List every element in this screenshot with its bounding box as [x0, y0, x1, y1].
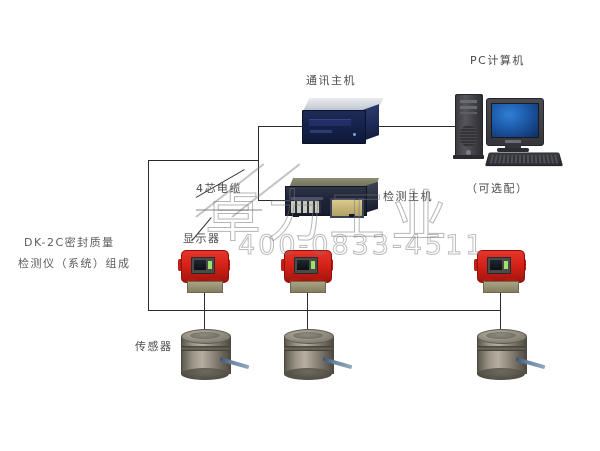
node-display-unit-1[interactable]: [178, 250, 230, 296]
comm-host-led-icon: [353, 133, 356, 136]
label-display-unit: 显示器: [183, 232, 221, 245]
display-unit-2-base: [290, 281, 326, 293]
comm-host-front-panel: [302, 110, 366, 144]
detection-host-display-screen: [330, 198, 364, 218]
wire-commhost-to-pc: [378, 126, 456, 127]
pc-monitor-screen: [491, 103, 539, 138]
display-unit-1-lcd-screen: [194, 260, 206, 270]
wire-into-dethost: [258, 200, 286, 201]
label-sensor: 传感器: [135, 340, 173, 353]
node-display-unit-3[interactable]: [474, 250, 526, 296]
display-unit-3-enclosure: [477, 250, 525, 283]
display-unit-2-lcd-screen: [297, 260, 309, 270]
wire-display2-to-sensor2: [307, 287, 308, 329]
wire-display1-to-sensor1: [204, 287, 205, 329]
display-unit-1-bezel: [191, 257, 215, 274]
display-unit-2-indicator-icon: [311, 261, 315, 269]
node-pc-computer[interactable]: [453, 92, 564, 172]
pc-drive-bay-1: [460, 100, 477, 103]
pc-monitor: [486, 98, 544, 146]
detection-host-keypad[interactable]: [291, 201, 321, 213]
display-unit-2-mount-left: [281, 259, 286, 271]
pc-drive-bay-2: [460, 106, 477, 109]
detection-host-front-panel: [285, 186, 367, 218]
wire-left-trunk: [148, 160, 149, 310]
display-unit-3-lug-left: [483, 278, 493, 283]
display-unit-1-indicator-icon: [208, 261, 212, 269]
pc-tower: [455, 94, 483, 158]
sensor-1-ring: [181, 346, 229, 351]
node-sensor-2[interactable]: [279, 329, 353, 385]
sensor-3-bottom: [477, 368, 525, 380]
pc-front-grill: [460, 125, 477, 147]
watermark-phone-text: 400-0833-4511: [237, 230, 486, 261]
display-unit-3-lcd-screen: [490, 260, 502, 270]
wire-vertical-commhost-dethost: [258, 126, 259, 200]
pc-drive-bay-3: [460, 112, 477, 114]
display-unit-3-base: [483, 281, 519, 293]
pc-power-button-icon[interactable]: [466, 150, 471, 155]
sensor-3-lid-inner: [486, 332, 516, 339]
detection-host-label-strip: [291, 197, 323, 200]
display-unit-1-enclosure: [181, 250, 229, 283]
label-4core-cable: 4芯电缆: [196, 182, 242, 195]
label-pc-computer: PC计算机: [470, 54, 525, 67]
display-unit-3-bezel: [487, 257, 511, 274]
display-unit-1-mount-left: [178, 259, 183, 271]
node-display-unit-2[interactable]: [281, 250, 333, 296]
node-detection-host[interactable]: [285, 178, 380, 220]
node-sensor-3[interactable]: [472, 329, 546, 385]
sensor-1-bottom: [181, 368, 229, 380]
comm-host-slot: [309, 119, 351, 126]
label-pc-optional: （可选配）: [466, 182, 529, 195]
display-unit-2-lug-left: [290, 278, 300, 283]
sensor-2-lid-inner: [293, 332, 323, 339]
sensor-2-ring: [284, 346, 332, 351]
detection-host-foot-right: [349, 214, 355, 217]
display-unit-2-enclosure: [284, 250, 332, 283]
display-unit-3-indicator-icon: [504, 261, 508, 269]
wire-bottom-trunk: [148, 310, 500, 311]
node-communication-host[interactable]: [302, 98, 384, 144]
detection-host-foot-left: [293, 214, 299, 217]
pc-tower-base: [453, 155, 484, 159]
sensor-1-lid-inner: [190, 332, 220, 339]
display-unit-2-bezel: [294, 257, 318, 274]
pc-monitor-stand: [505, 144, 521, 149]
pc-monitor-badge: [505, 140, 521, 143]
wire-dethost-bus: [148, 160, 259, 161]
display-unit-1-lug-left: [187, 278, 197, 283]
node-sensor-1[interactable]: [176, 329, 250, 385]
wire-display3-to-sensor3: [500, 287, 501, 329]
pc-keyboard-keys: [489, 154, 559, 164]
pc-monitor-foot: [497, 148, 529, 152]
sensor-3-ring: [477, 346, 525, 351]
display-unit-2-lug-right: [313, 278, 323, 283]
label-communication-host: 通讯主机: [306, 74, 356, 87]
display-unit-1-base: [187, 281, 223, 293]
diagram-title-line1: DK-2C密封质量: [24, 236, 115, 249]
watermark-bar: [196, 209, 262, 211]
label-detection-host: 检测主机: [383, 190, 433, 203]
comm-host-badge: [310, 130, 332, 133]
display-unit-1-lug-right: [210, 278, 220, 283]
sensor-2-bottom: [284, 368, 332, 380]
display-unit-3-mount-left: [474, 259, 479, 271]
pc-keyboard: [484, 152, 564, 167]
display-unit-3-lug-right: [506, 278, 516, 283]
wire-into-commhost: [258, 126, 304, 127]
diagram-title-line2: 检测仪（系统）组成: [18, 257, 131, 270]
